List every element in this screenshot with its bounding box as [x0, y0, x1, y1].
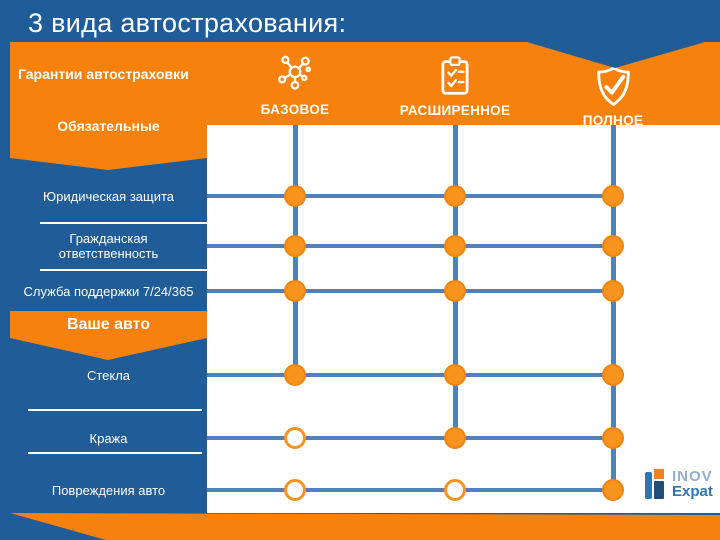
row-line-3: [207, 289, 618, 293]
logo-text: INOV Expat: [672, 469, 713, 500]
coverage-dot-included: [602, 479, 624, 501]
row-separator: [28, 409, 202, 411]
coverage-dot-included: [602, 427, 624, 449]
column-header-basic: БАЗОВОЕ: [220, 54, 370, 117]
row-line-5: [207, 436, 618, 440]
row-label: Юридическая защита: [42, 188, 174, 204]
column-line-3: [611, 125, 616, 490]
row-label: Служба поддержки 7/24/365: [23, 283, 194, 299]
coverage-dot-included: [602, 235, 624, 257]
row-label: Стекла: [86, 367, 131, 383]
coverage-dot-included: [284, 235, 306, 257]
coverage-dot-included: [444, 280, 466, 302]
coverage-dot-included: [284, 364, 306, 386]
row-line-2: [207, 244, 618, 248]
logo-bar-shape: [645, 472, 652, 499]
coverage-dot-excluded: [284, 479, 306, 501]
logo-icon: [645, 469, 667, 500]
row-label: Повреждения авто: [51, 482, 166, 498]
coverage-dot-included: [444, 235, 466, 257]
coverage-dot-included: [602, 185, 624, 207]
logo-orange-square: [654, 469, 664, 479]
network-hub-icon: [274, 54, 316, 101]
row-separator: [40, 269, 207, 271]
checklist-clipboard-icon: [438, 56, 472, 102]
row-separator: [40, 222, 207, 224]
coverage-dot-included: [284, 185, 306, 207]
row-line-6: [207, 488, 618, 492]
logo-line-inov: INOV: [672, 468, 713, 485]
row-label: Гражданская ответственность: [58, 231, 159, 261]
coverage-dot-included: [602, 280, 624, 302]
group-label-mandatory: Обязательные: [57, 118, 160, 134]
logo-leg-shape: [654, 481, 664, 499]
column-header-full: ПОЛНОЕ: [538, 66, 688, 128]
logo-line-expat: Expat: [672, 483, 713, 500]
column-label: ПОЛНОЕ: [582, 113, 644, 128]
shield-check-icon: [595, 66, 632, 112]
coverage-dot-included: [602, 364, 624, 386]
row-label: Кража: [89, 430, 128, 446]
banner-heading: Гарантии автостраховки: [18, 66, 189, 82]
column-label: БАЗОВОЕ: [260, 102, 330, 117]
coverage-dot-excluded: [284, 427, 306, 449]
coverage-dot-included: [444, 185, 466, 207]
column-header-extended: РАСШИРЕННОЕ: [380, 56, 530, 118]
page-title: 3 вида автострахования:: [28, 8, 347, 38]
coverage-dot-excluded: [444, 479, 466, 501]
coverage-dot-included: [444, 427, 466, 449]
row-line-1: [207, 194, 618, 198]
bottom-ribbon: [10, 513, 720, 540]
row-separator: [28, 452, 202, 454]
inov-expat-logo: INOV Expat: [645, 469, 713, 500]
column-label: РАСШИРЕННОЕ: [399, 103, 511, 118]
row-line-4: [207, 373, 618, 377]
coverage-dot-included: [284, 280, 306, 302]
coverage-dot-included: [444, 364, 466, 386]
